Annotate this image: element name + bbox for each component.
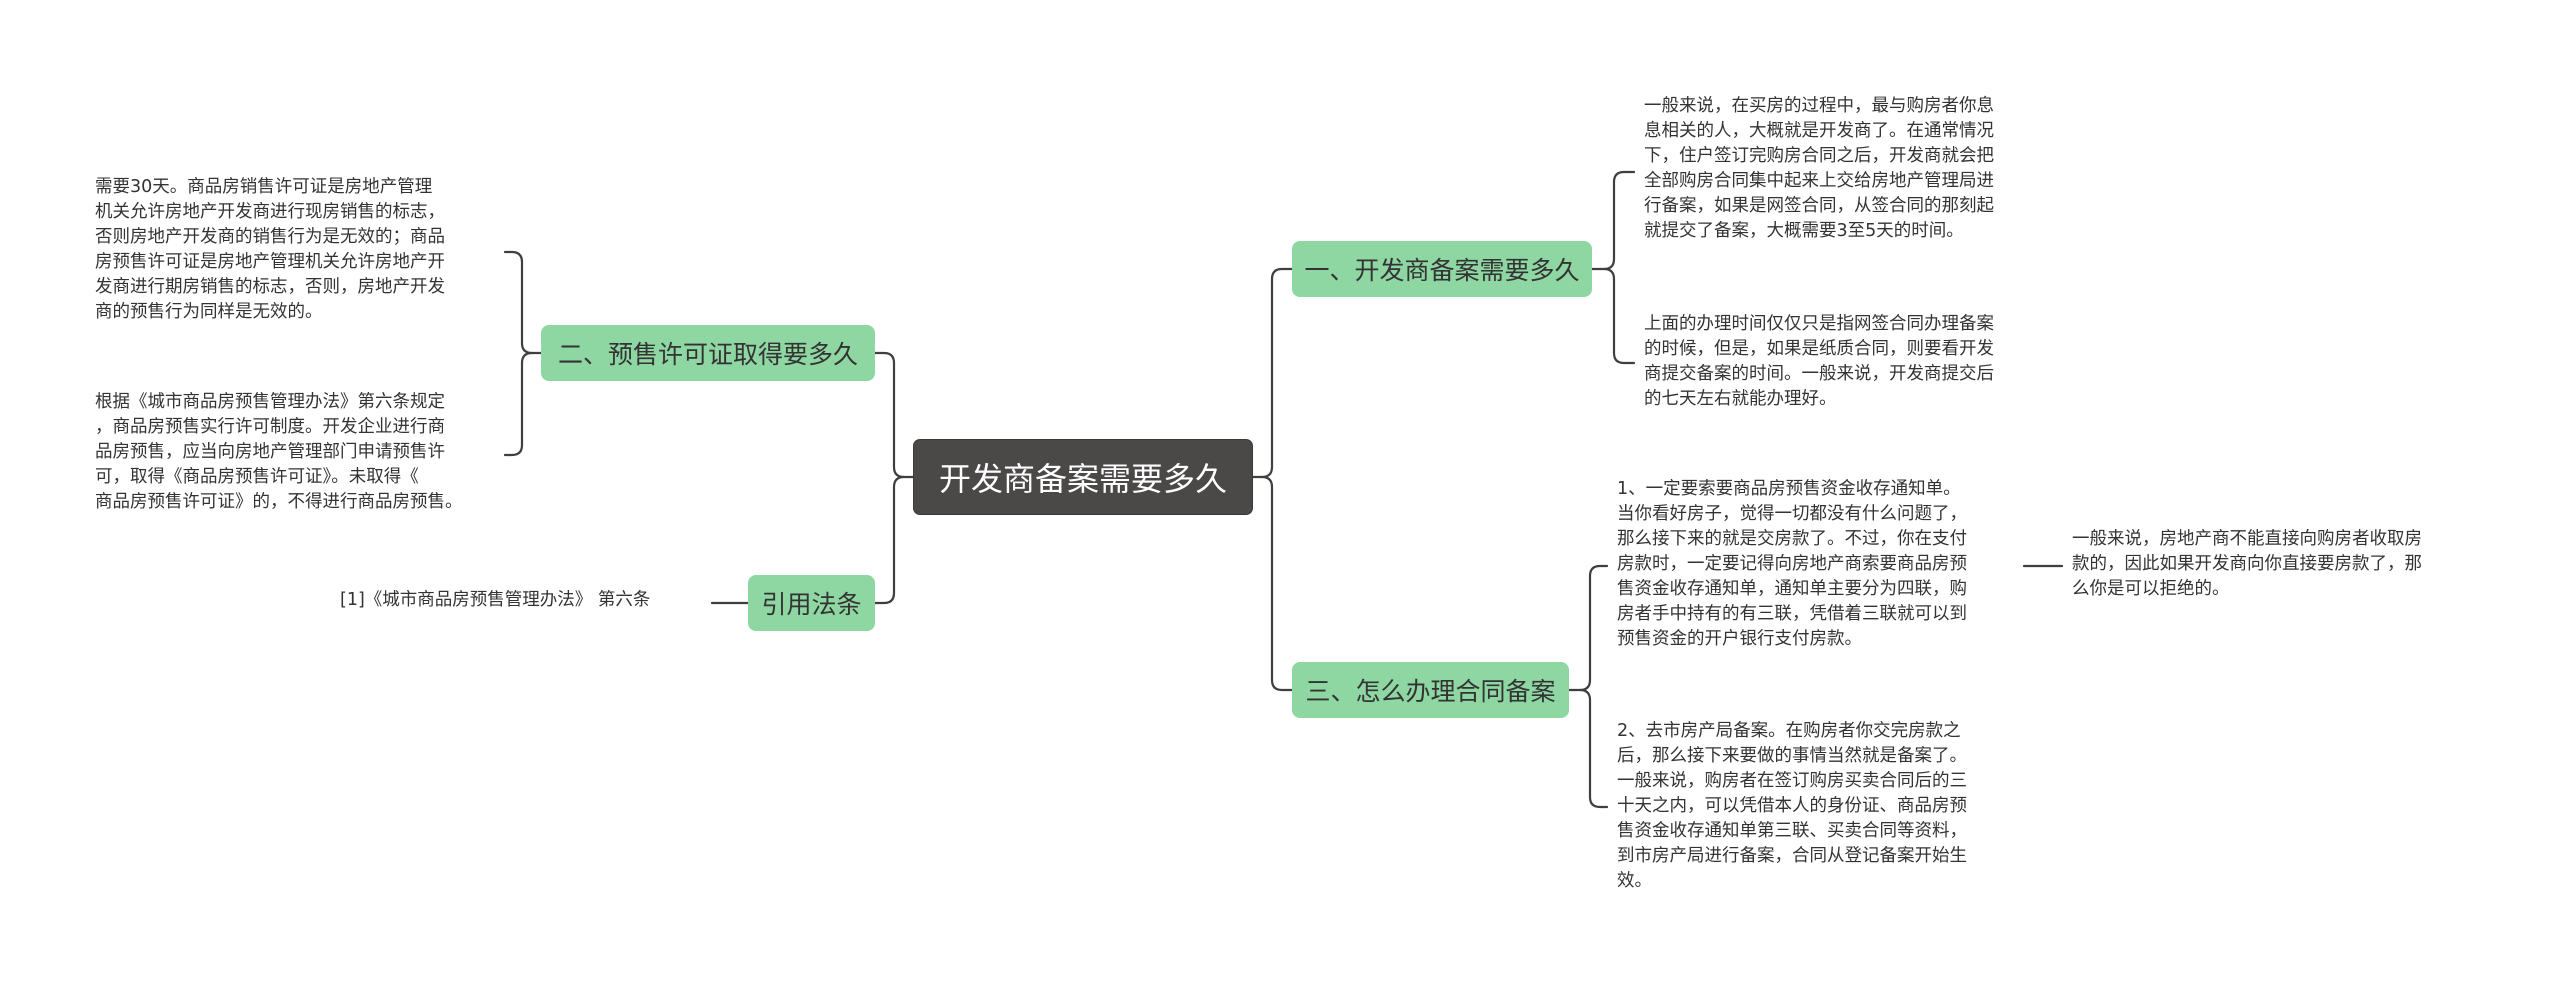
leaf-permit-regulation[interactable]: 根据《城市商品房预售管理办法》第六条规定 ，商品房预售实行许可制度。开发企业进行…: [95, 392, 463, 512]
leaf-step-2-registration[interactable]: 2、去市房产局备案。在购房者你交完房款之 后，那么接下来要做的事情当然就是备案了…: [1617, 721, 1967, 891]
link-b4-l4a: [1567, 564, 1609, 692]
branch-presale-permit[interactable]: 二、预售许可证取得要多久: [541, 325, 875, 381]
link-b2-l2b: [503, 351, 534, 457]
leaf-law-reference[interactable]: [1]《城市商品房预售管理办法》 第六条: [340, 590, 651, 610]
leaf-filing-paper-contract[interactable]: 上面的办理时间仅仅只是指网签合同办理备案 的时候，但是，如果是纸质合同，则要看开…: [1644, 314, 1994, 409]
link-central-b2: [873, 351, 915, 479]
leaf-step-1-notice[interactable]: 1、一定要索要商品房预售资金收存通知单。 当你看好房子，觉得一切都没有什么问题了…: [1617, 479, 1967, 649]
link-b1-l1a: [1590, 170, 1636, 271]
leaf-refuse-direct-payment[interactable]: 一般来说，房地产商不能直接向购房者收取房 款的，因此如果开发商向你直接要房款了，…: [2072, 529, 2422, 599]
link-central-b3: [873, 475, 906, 605]
leaf-permit-30-days[interactable]: 需要30天。商品房销售许可证是房地产管理 机关允许房地产开发商进行现房销售的标志…: [95, 177, 445, 322]
link-b2-l2a: [503, 250, 543, 355]
link-b4-l4b: [1578, 688, 1609, 809]
link-central-b1: [1251, 267, 1294, 479]
branch-cited-law[interactable]: 引用法条: [748, 575, 875, 631]
central-topic[interactable]: 开发商备案需要多久: [913, 439, 1253, 515]
leaf-filing-general[interactable]: 一般来说，在买房的过程中，最与购房者你息 息相关的人，大概就是开发商了。在通常情…: [1644, 96, 1994, 241]
branch-filing-duration[interactable]: 一、开发商备案需要多久: [1292, 241, 1592, 297]
link-central-b4: [1260, 475, 1294, 692]
link-b1-l1b: [1602, 267, 1636, 365]
branch-contract-filing[interactable]: 三、怎么办理合同备案: [1292, 662, 1569, 718]
